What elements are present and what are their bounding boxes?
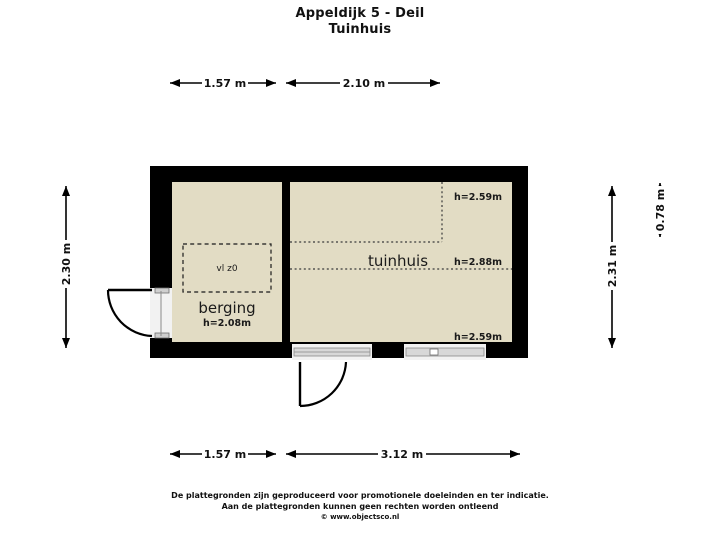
footer-line-2: Aan de plattegronden kunnen geen rechten… <box>221 502 499 511</box>
bottom-dim-right-bg <box>378 445 426 463</box>
arrow-right-br <box>510 450 520 458</box>
ceiling-height-notes: h=2.59m h=2.59m <box>454 192 502 343</box>
arrow-right-tr <box>430 79 440 87</box>
left-dim-bg <box>57 240 75 288</box>
top-dim-left-bg <box>202 74 248 92</box>
top-dim-right-bg <box>340 74 388 92</box>
top-dim-left-label: 1.57 m <box>204 77 246 90</box>
ceiling-height-lines <box>290 182 512 270</box>
top-dimension-group: 1.57 m 2.10 m <box>170 74 440 92</box>
berging-zone-box <box>182 243 272 293</box>
left-dim-label: 2.30 m <box>60 243 73 285</box>
ceiling-note-bottom-right: h=2.59m <box>454 332 502 343</box>
tuinhuis-bottom-openings <box>292 344 486 408</box>
bottom-dimension-group: 1.57 m 3.12 m <box>170 445 520 463</box>
berging-door-jamb-bottom <box>154 332 170 339</box>
berging-door-jamb-top <box>154 287 170 294</box>
tuinhuis-room-height: h=2.88m <box>454 257 502 268</box>
tuinhuis-door-swing-arc <box>299 361 348 408</box>
arrow-top-left-dim <box>62 186 70 196</box>
tuinhuis-opening-right-glass <box>405 347 485 357</box>
footer-line-1: De plattegronden zijn geproduceerd voor … <box>171 491 549 500</box>
arrow-bottom-left-dim <box>62 338 70 348</box>
tuinhuis-opening-right-handle <box>429 348 439 356</box>
left-dimension-group: 2.30 m <box>57 186 75 348</box>
right-dim-label: 2.31 m <box>606 245 619 287</box>
berging-room-name: berging <box>198 299 255 317</box>
title-address: Appeldijk 5 - Deil <box>295 6 425 21</box>
ceiling-note-top-right: h=2.59m <box>454 192 502 203</box>
page-title: Appeldijk 5 - Deil Tuinhuis <box>0 6 720 38</box>
tuinhuis-floor <box>290 182 512 342</box>
bottom-dim-left-label: 1.57 m <box>204 448 246 461</box>
footer-line-3: © www.objectsco.nl <box>320 513 400 521</box>
berging-floor-zone: vl z0 <box>182 243 272 293</box>
arrow-left-br <box>286 450 296 458</box>
right-outer-dimension-group: 0.78 m <box>651 183 669 237</box>
right-outer-dim-bg <box>651 186 669 234</box>
title-subtitle: Tuinhuis <box>328 22 392 37</box>
tuinhuis-room-name: tuinhuis <box>368 252 428 270</box>
berging-door <box>106 287 172 339</box>
arrow-left-bl <box>170 450 180 458</box>
berging-room-height: h=2.08m <box>203 318 251 329</box>
right-inner-dimension-group: 2.31 m <box>603 186 621 348</box>
right-outer-dim-label: 0.78 m <box>654 189 667 231</box>
arrow-bottom-right-dim <box>608 338 616 348</box>
room-floors <box>172 182 512 342</box>
bottom-dim-left-bg <box>202 445 248 463</box>
arrow-top-right-dim <box>608 186 616 196</box>
berging-floor <box>172 182 282 342</box>
berging-door-swing-arc <box>106 289 153 338</box>
right-dim-bg <box>603 242 621 290</box>
arrow-right-bl <box>266 450 276 458</box>
berging-floor-note: vl z0 <box>216 264 237 274</box>
bottom-dim-right-label: 3.12 m <box>381 448 423 461</box>
arrow-left-tr <box>286 79 296 87</box>
top-dim-right-label: 2.10 m <box>343 77 385 90</box>
arrow-right-tl <box>266 79 276 87</box>
arrow-left-tl <box>170 79 180 87</box>
room-labels: berging h=2.08m tuinhuis h=2.88m <box>198 252 502 329</box>
footer-disclaimer: De plattegronden zijn geproduceerd voor … <box>0 490 720 522</box>
